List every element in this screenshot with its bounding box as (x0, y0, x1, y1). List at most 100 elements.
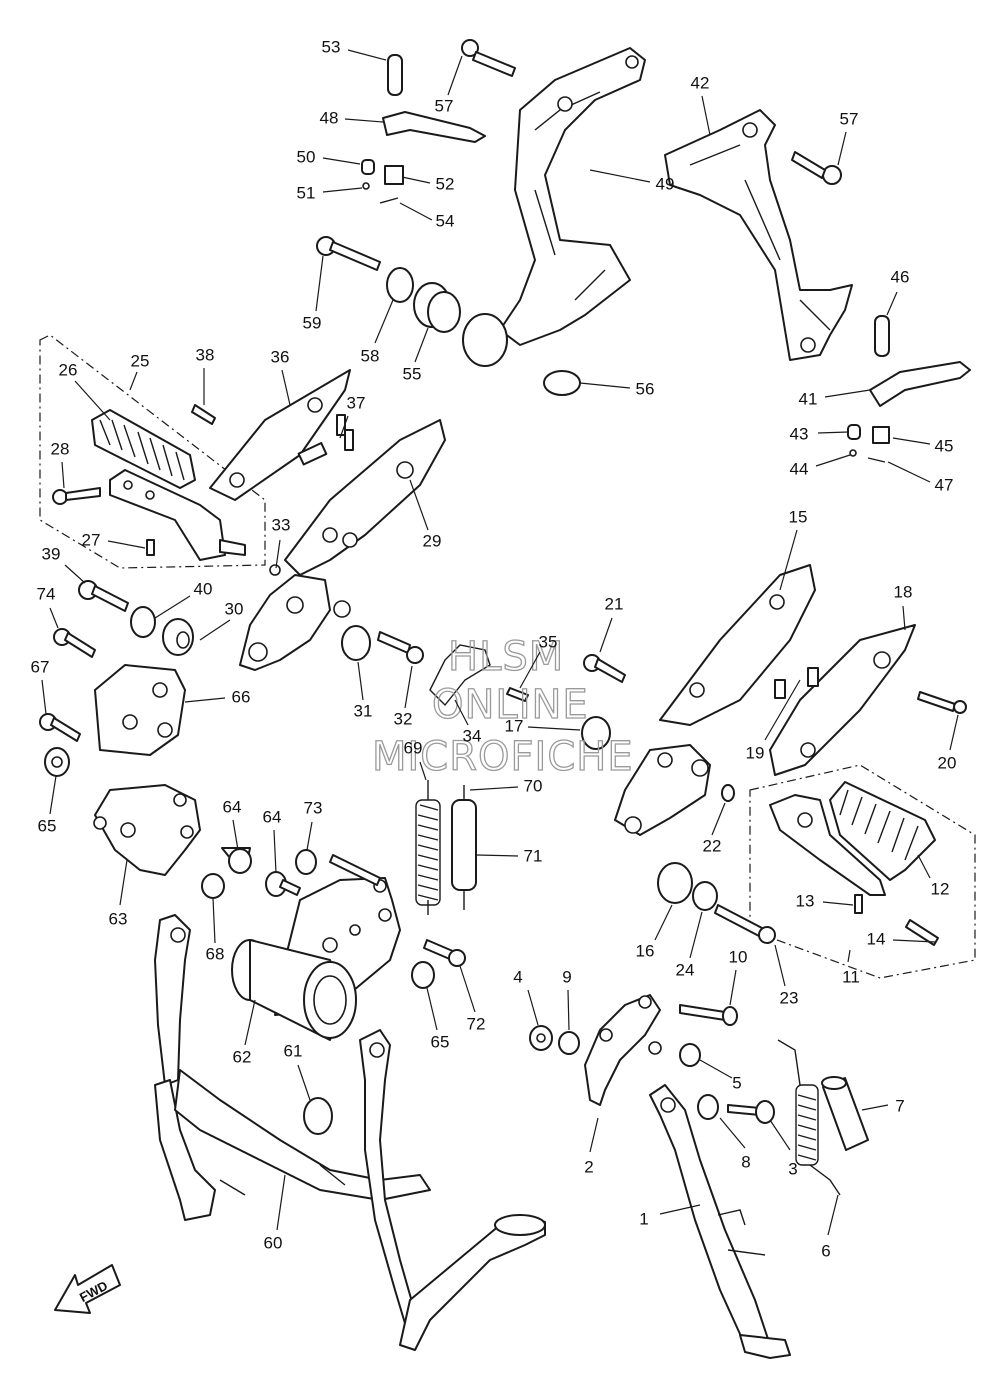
washer-24 (692, 881, 718, 911)
callout-2: 2 (584, 1117, 599, 1176)
callout-44: 44 (790, 454, 851, 478)
leader-line-71 (476, 854, 519, 857)
rear-footrest-bracket-right (664, 109, 853, 361)
callout-14: 14 (867, 929, 936, 948)
callout-number-30: 30 (225, 599, 244, 618)
clip-34 (429, 644, 491, 707)
callout-36: 36 (271, 347, 291, 406)
callout-1: 1 (639, 1204, 701, 1228)
callout-number-6: 6 (821, 1241, 830, 1260)
bolt-32 (377, 631, 424, 664)
leader-line-56 (579, 382, 631, 389)
bolt-72 (423, 939, 466, 967)
main-stand-60 (154, 914, 546, 1351)
bolt-28 (52, 487, 101, 505)
callout-45: 45 (892, 436, 953, 455)
callout-number-38: 38 (196, 345, 215, 364)
callout-number-73: 73 (304, 798, 323, 817)
leader-line-43 (817, 431, 849, 434)
bolt-67 (39, 713, 81, 742)
callout-number-46: 46 (891, 267, 910, 286)
callout-52: 52 (401, 174, 454, 193)
callout-number-64: 64 (223, 797, 242, 816)
nut-68 (201, 873, 225, 899)
leader-line-36 (281, 369, 291, 406)
callout-number-13: 13 (796, 891, 815, 910)
leader-line-7 (861, 1104, 889, 1111)
leader-line-61 (297, 1064, 311, 1101)
callout-number-65: 65 (38, 816, 57, 835)
callout-number-56: 56 (636, 379, 655, 398)
leader-line-14 (892, 939, 936, 943)
damper-55 (413, 282, 461, 333)
callout-73: 73 (304, 798, 323, 851)
callout-38: 38 (196, 345, 215, 405)
leader-line-73 (306, 821, 313, 851)
footrest-plate-29 (284, 419, 446, 576)
leader-line-11 (847, 949, 851, 963)
leader-line-5 (699, 1059, 733, 1079)
callout-number-37: 37 (347, 393, 366, 412)
callout-33: 33 (272, 515, 291, 569)
callout-12: 12 (917, 854, 949, 898)
screw-35 (506, 687, 529, 702)
callout-15: 15 (779, 507, 807, 591)
callout-41: 41 (799, 389, 871, 408)
callout-18: 18 (894, 582, 912, 631)
collar-56 (462, 313, 581, 396)
callout-number-4: 4 (513, 967, 522, 986)
callout-63: 63 (109, 859, 128, 928)
leader-line-48 (344, 118, 384, 123)
washer-9 (558, 1031, 580, 1055)
callout-number-26: 26 (59, 360, 78, 379)
callout-number-68: 68 (206, 944, 225, 963)
callout-number-48: 48 (320, 108, 339, 127)
collar-17 (581, 716, 611, 750)
bolt-21 (583, 654, 626, 683)
bolt-59 (316, 236, 381, 271)
callout-37: 37 (339, 393, 366, 439)
side-stand-bracket-2 (584, 994, 662, 1106)
leader-line-39 (64, 564, 86, 584)
watermark-line-1: HLSM (448, 634, 564, 680)
callout-9: 9 (562, 967, 572, 1031)
leader-line-23 (774, 944, 786, 987)
callout-49: 49 (589, 169, 674, 193)
washer-22 (721, 784, 735, 802)
leader-line-16 (654, 904, 673, 941)
callout-number-11: 11 (842, 967, 860, 986)
callout-26: 26 (59, 360, 111, 421)
callout-number-74: 74 (37, 584, 56, 603)
watermark: HLSM ONLINE MICROFICHE (371, 633, 634, 780)
callout-number-14: 14 (867, 929, 886, 948)
callout-number-8: 8 (741, 1152, 750, 1171)
leader-line-44 (815, 454, 851, 467)
washer-5 (679, 1043, 701, 1067)
callout-48: 48 (320, 108, 384, 127)
bolt-39 (78, 580, 129, 612)
callout-39: 39 (42, 544, 86, 584)
callout-25: 25 (129, 351, 150, 391)
callout-number-35: 35 (539, 632, 558, 651)
footrest-rubber-12 (829, 781, 936, 881)
leader-line-3 (769, 1119, 791, 1151)
callout-number-33: 33 (272, 515, 291, 534)
footrest-holder-right (614, 744, 711, 836)
leader-line-67 (41, 679, 47, 715)
leader-line-2 (589, 1117, 599, 1153)
callout-number-53: 53 (322, 37, 341, 56)
callout-43: 43 (790, 424, 849, 443)
leader-line-70 (469, 786, 519, 791)
callout-62: 62 (233, 999, 256, 1066)
leader-line-30 (199, 619, 231, 641)
callout-21: 21 (599, 594, 623, 653)
leader-line-57 (447, 55, 463, 96)
leader-line-32 (404, 665, 413, 709)
callout-number-54: 54 (436, 211, 455, 230)
callout-number-25: 25 (131, 351, 150, 370)
watermark-line-3: MICROFICHE (372, 734, 634, 780)
heel-guard-18 (769, 624, 916, 776)
leader-line-69 (419, 761, 427, 781)
